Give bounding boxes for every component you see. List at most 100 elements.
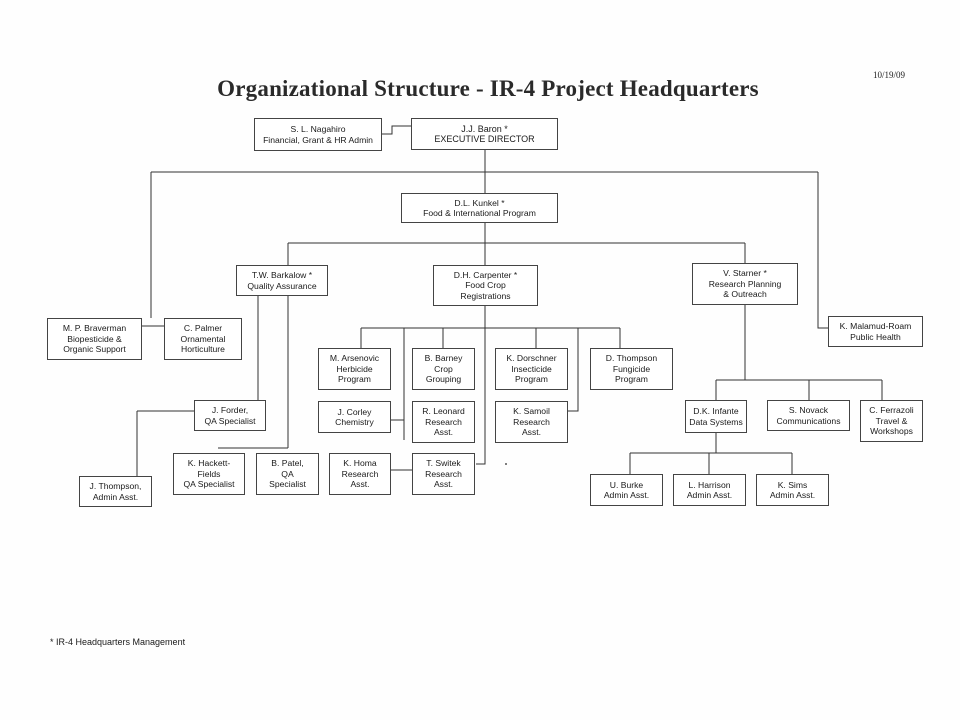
novack-role: Communications <box>776 415 841 426</box>
sims-role: Admin Asst. <box>769 490 816 500</box>
homa-role-1: Research <box>341 468 379 479</box>
box-leonard: R. Leonard Research Asst. <box>412 401 475 443</box>
thompson-d-name: D. Thompson <box>605 353 658 364</box>
nagahiro-role: Financial, Grant & HR Admin <box>263 134 373 145</box>
barney-name: B. Barney <box>424 353 463 364</box>
samoil-role-1: Research <box>513 416 550 427</box>
homa-name: K. Homa <box>343 458 377 469</box>
scan-speck <box>505 463 507 465</box>
starner-name: V. Starner * <box>723 268 767 279</box>
hackett-name-1: K. Hackett- <box>187 458 231 469</box>
box-ferrazoli: C. Ferrazoli Travel & Workshops <box>860 400 923 442</box>
box-baron: J.J. Baron * EXECUTIVE DIRECTOR <box>411 118 558 150</box>
harrison-role: Admin Asst. <box>686 490 733 500</box>
box-arsenovic: M. Arsenovic Herbicide Program <box>318 348 391 390</box>
switek-role-1: Research <box>425 468 462 479</box>
hackett-role: QA Specialist <box>183 479 235 490</box>
infante-role: Data Systems <box>689 416 743 427</box>
box-thompson-d: D. Thompson Fungicide Program <box>590 348 673 390</box>
switek-name: T. Switek <box>426 458 461 469</box>
burke-role: Admin Asst. <box>603 490 650 500</box>
malamud-name: K. Malamud-Roam <box>839 321 912 331</box>
forder-name: J. Forder, <box>211 405 249 415</box>
box-barkalow: T.W. Barkalow * Quality Assurance <box>236 265 328 296</box>
barkalow-name: T.W. Barkalow * <box>251 270 313 280</box>
box-homa: K. Homa Research Asst. <box>329 453 391 495</box>
novack-name: S. Novack <box>788 405 829 415</box>
box-forder: J. Forder, QA Specialist <box>194 400 266 431</box>
ferrazoli-name: C. Ferrazoli <box>869 405 914 416</box>
arsenovic-role-2: Program <box>338 374 371 385</box>
box-burke: U. Burke Admin Asst. <box>590 474 663 506</box>
homa-role-2: Asst. <box>350 479 370 490</box>
footnote: * IR-4 Headquarters Management <box>50 637 186 647</box>
thompson-j-name: J. Thompson, <box>89 481 142 491</box>
box-sims: K. Sims Admin Asst. <box>756 474 829 506</box>
box-nagahiro: S. L. Nagahiro Financial, Grant & HR Adm… <box>254 118 382 151</box>
connector-to-samoil <box>568 328 579 412</box>
box-barney: B. Barney Crop Grouping <box>412 348 475 390</box>
kunkel-name: D.L. Kunkel * <box>454 197 505 208</box>
baron-name: J.J. Baron * <box>461 123 508 134</box>
braverman-role-2: Organic Support <box>63 344 126 355</box>
corley-name: J. Corley <box>337 406 372 417</box>
forder-role: QA Specialist <box>204 415 256 426</box>
leonard-name: R. Leonard <box>422 406 465 417</box>
corley-role: Chemistry <box>335 417 374 427</box>
arsenovic-name: M. Arsenovic <box>329 353 380 364</box>
samoil-role-2: Asst. <box>521 427 542 438</box>
box-thompson-j: J. Thompson, Admin Asst. <box>79 476 152 507</box>
dorschner-role-2: Program <box>515 374 548 385</box>
infante-name: D.K. Infante <box>693 406 739 416</box>
thompson-d-role-2: Program <box>615 374 648 385</box>
starner-role-2: & Outreach <box>723 289 767 300</box>
barney-role-2: Grouping <box>425 374 462 385</box>
box-corley: J. Corley Chemistry <box>318 401 391 433</box>
thompson-j-role: Admin Asst. <box>92 491 139 502</box>
ferrazoli-role-2: Workshops <box>870 426 913 437</box>
carpenter-role-1: Food Crop <box>465 280 506 291</box>
box-infante: D.K. Infante Data Systems <box>685 400 747 433</box>
chart-date: 10/19/09 <box>873 70 906 80</box>
box-braverman: M. P. Braverman Biopesticide & Organic S… <box>47 318 142 360</box>
carpenter-role-2: Registrations <box>460 290 511 301</box>
nagahiro-name: S. L. Nagahiro <box>290 124 346 134</box>
samoil-name: K. Samoil <box>513 406 550 417</box>
burke-name: U. Burke <box>609 479 644 490</box>
box-samoil: K. Samoil Research Asst. <box>495 401 568 443</box>
box-switek: T. Switek Research Asst. <box>412 453 475 495</box>
malamud-role: Public Health <box>850 331 901 342</box>
connector-nagahiro-baron <box>382 125 411 135</box>
harrison-name: L. Harrison <box>688 479 731 490</box>
leonard-role-2: Asst. <box>433 427 454 438</box>
box-malamud: K. Malamud-Roam Public Health <box>828 316 923 347</box>
ferrazoli-role-1: Travel & <box>875 415 908 426</box>
box-patel: B. Patel, QA Specialist <box>256 453 319 495</box>
baron-role: EXECUTIVE DIRECTOR <box>434 134 535 144</box>
chart-title: Organizational Structure - IR-4 Project … <box>0 76 960 102</box>
carpenter-name: D.H. Carpenter * <box>453 269 518 280</box>
chart-title-text: Organizational Structure - IR-4 Project … <box>217 76 759 101</box>
patel-role-1: QA <box>281 468 294 479</box>
box-carpenter: D.H. Carpenter * Food Crop Registrations <box>433 265 538 306</box>
patel-name: B. Patel, <box>271 458 304 469</box>
dorschner-role-1: Insecticide <box>511 363 552 374</box>
dorschner-name: K. Dorschner <box>506 353 557 364</box>
switek-role-2: Asst. <box>433 479 454 490</box>
box-palmer: C. Palmer Ornamental Horticulture <box>164 318 242 360</box>
palmer-name: C. Palmer <box>183 323 223 334</box>
thompson-d-role-1: Fungicide <box>612 363 651 374</box>
box-starner: V. Starner * Research Planning & Outreac… <box>692 263 798 305</box>
barney-role-1: Crop <box>434 363 453 374</box>
box-harrison: L. Harrison Admin Asst. <box>673 474 746 506</box>
box-hackett: K. Hackett- Fields QA Specialist <box>173 453 245 495</box>
connector-to-malamud <box>817 172 828 329</box>
box-dorschner: K. Dorschner Insecticide Program <box>495 348 568 390</box>
kunkel-role: Food & International Program <box>423 208 536 218</box>
leonard-role-1: Research <box>425 416 462 427</box>
braverman-role-1: Biopesticide & <box>67 333 122 344</box>
palmer-role-2: Horticulture <box>181 344 225 355</box>
sims-name: K. Sims <box>777 479 808 490</box>
box-kunkel: D.L. Kunkel * Food & International Progr… <box>401 193 558 223</box>
